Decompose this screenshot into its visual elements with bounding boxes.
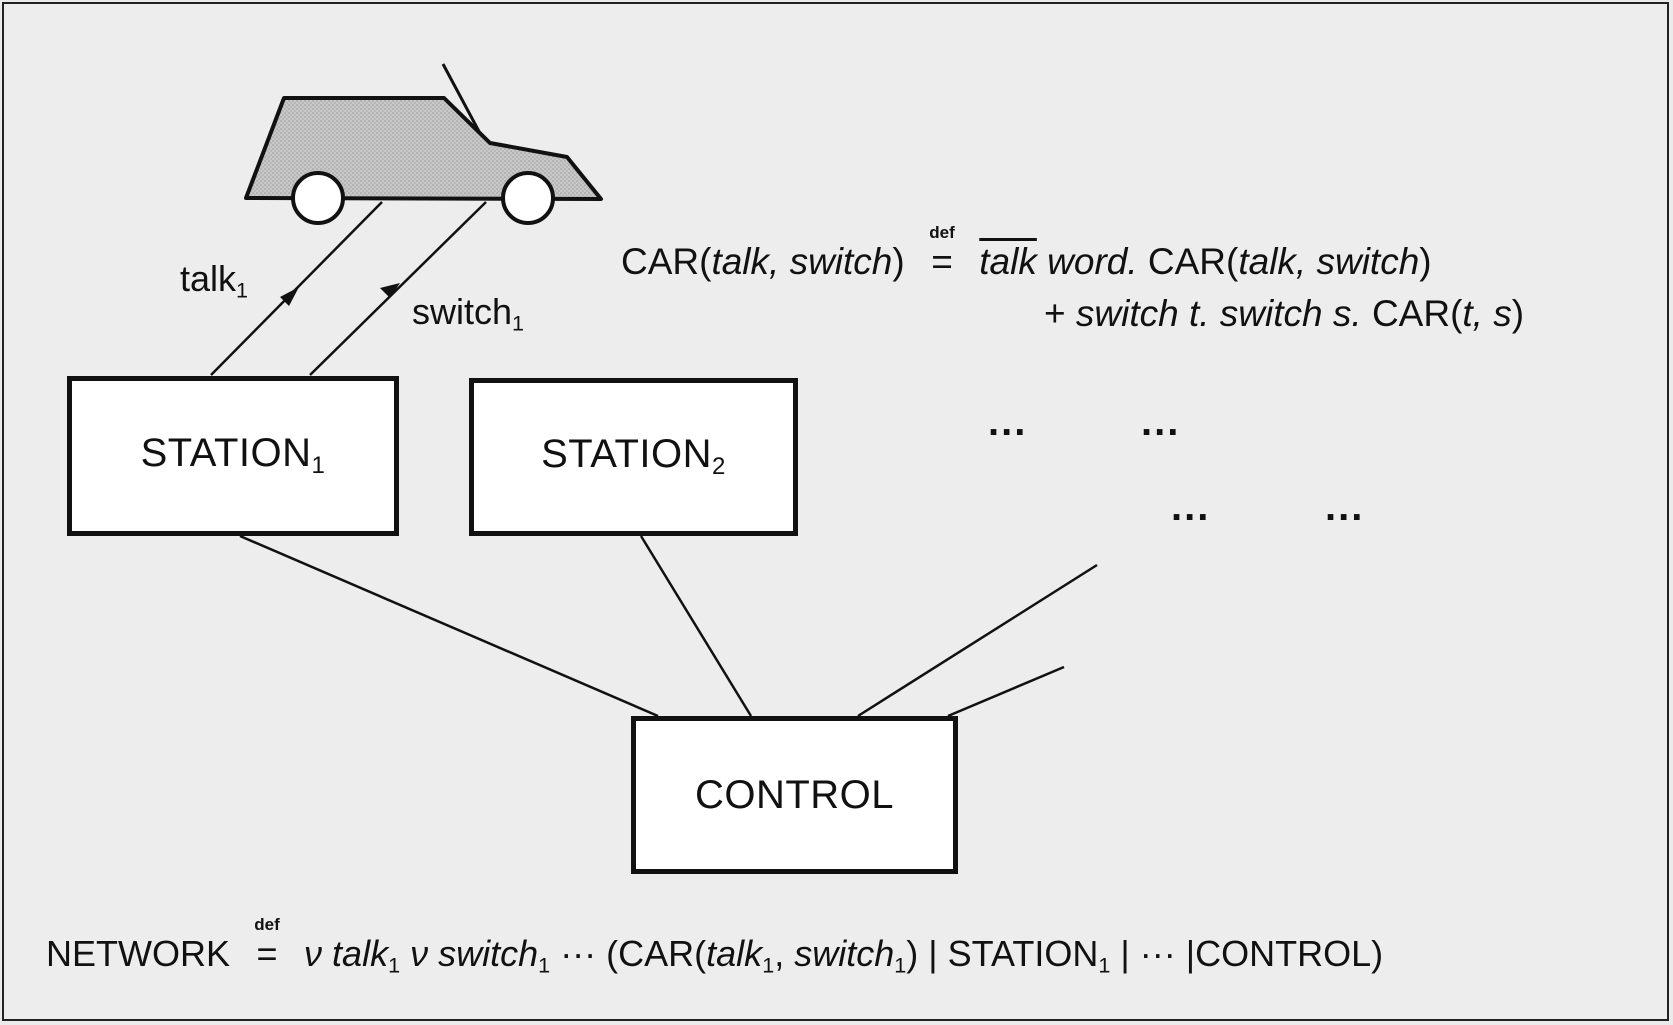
- car-rhs-word: word.: [1047, 241, 1138, 282]
- car-body: [244, 96, 603, 201]
- network-bar2: |: [1120, 933, 1130, 974]
- ellipsis-3: ...: [1171, 485, 1211, 529]
- switch-channel: [309, 201, 487, 376]
- ellipsis-1: ...: [988, 400, 1028, 444]
- car-rhs-close: ): [1419, 241, 1432, 282]
- network-arg-talk: talk: [706, 933, 763, 974]
- network-eq: =: [256, 933, 278, 974]
- car-defeq: def=: [925, 223, 959, 283]
- network-station-sub: 1: [1098, 952, 1111, 978]
- car-plus: +: [1044, 293, 1066, 334]
- car-eq: =: [931, 241, 953, 282]
- network-name: NETWORK: [46, 933, 230, 974]
- car-formula-line2: + switch t. switch s. CAR(t, s): [1044, 293, 1524, 335]
- car-formula-line1: CAR(talk, switch) def= talk word. CAR(ta…: [621, 223, 1432, 283]
- car-rhs-args: talk, switch: [1238, 241, 1420, 282]
- network-comma: ,: [774, 933, 795, 974]
- network-bar3: |: [1185, 933, 1196, 974]
- network-close-car: ): [906, 933, 919, 974]
- car-rhs-car: CAR(: [1147, 241, 1239, 282]
- station1-sub: 1: [311, 452, 326, 480]
- car-rhs2-switch: switch t. switch s.: [1075, 293, 1362, 334]
- network-arg-switch-sub: 1: [894, 952, 907, 978]
- talk-label-text: talk: [180, 258, 237, 299]
- station1-box: STATION1: [67, 376, 399, 536]
- car-lhs-close: ): [892, 241, 905, 282]
- link-station2-control: [639, 535, 753, 717]
- car-wheel-front: [291, 171, 345, 225]
- network-defeq: def=: [250, 915, 284, 975]
- control-box: CONTROL: [631, 716, 958, 874]
- station1-label: STATION1: [141, 431, 326, 480]
- network-switch-sub: 1: [538, 952, 551, 978]
- network-arg-talk-sub: 1: [762, 952, 775, 978]
- car-wheel-rear: [501, 171, 555, 225]
- talk-arrowhead: [280, 287, 299, 306]
- network-control: CONTROL): [1195, 933, 1384, 974]
- network-bar1: |: [928, 933, 938, 974]
- station1-name: STATION: [140, 431, 312, 476]
- network-formula: NETWORK def= ν talk1 ν switch1 ··· (CAR(…: [46, 915, 1384, 978]
- talk-label: talk1: [180, 258, 248, 303]
- network-nu2: ν: [410, 933, 429, 974]
- talk-label-sub: 1: [236, 277, 249, 303]
- switch-label-text: switch: [412, 291, 513, 332]
- car-rhs-talk-bar: talk: [979, 241, 1037, 282]
- car-rhs2-car: CAR(: [1371, 293, 1463, 334]
- car-lhs-args: talk, switch: [711, 241, 893, 282]
- network-talk: talk: [332, 933, 389, 974]
- ellipsis-4: ...: [1325, 485, 1365, 529]
- network-station: STATION: [947, 933, 1099, 974]
- network-nu1: ν: [304, 933, 323, 974]
- control-label: CONTROL: [694, 772, 895, 817]
- car-rhs2-args: t, s: [1462, 293, 1512, 334]
- network-open: (CAR(: [606, 933, 707, 974]
- car-lhs: CAR(: [621, 241, 712, 282]
- switch-arrowhead: [380, 283, 400, 298]
- station2-label: STATION2: [541, 432, 726, 481]
- network-talk-sub: 1: [388, 952, 401, 978]
- car-def: def: [929, 223, 955, 242]
- link-station-m-control: [947, 665, 1065, 718]
- car-icon: [244, 63, 603, 225]
- network-cdots2: ···: [1139, 933, 1176, 974]
- car-rhs2-close: ): [1511, 293, 1525, 334]
- ellipsis-2: ...: [1141, 400, 1181, 444]
- link-station-n-control: [857, 563, 1098, 718]
- switch-label: switch1: [412, 291, 524, 336]
- network-switch: switch: [438, 933, 539, 974]
- network-arg-switch: switch: [794, 933, 895, 974]
- link-station1-control: [239, 534, 659, 718]
- station2-sub: 2: [712, 453, 726, 481]
- station2-box: STATION2: [469, 378, 798, 536]
- network-cdots: ···: [560, 933, 597, 974]
- network-def: def: [254, 915, 280, 934]
- switch-label-sub: 1: [512, 310, 525, 336]
- station2-name: STATION: [541, 432, 713, 477]
